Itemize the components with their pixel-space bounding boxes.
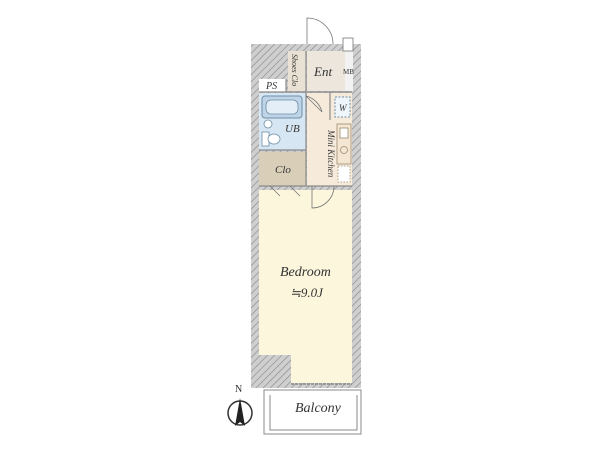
sink-icon <box>263 119 273 129</box>
shoe-closet-label: Shoes Clo <box>290 54 299 86</box>
entrance-door-icon <box>306 17 334 45</box>
kitchen-counter-icon <box>336 123 352 183</box>
bedroom-label: Bedroom <box>280 265 331 280</box>
washer-label: W <box>339 103 348 113</box>
bedroom-floor <box>259 190 352 383</box>
shoe-closet-floor <box>288 51 306 91</box>
washer-icon <box>334 96 351 118</box>
meter-box-cabinet <box>342 37 354 52</box>
balcony-outline <box>263 389 362 435</box>
balcony-notch-wall <box>259 355 291 383</box>
bedroom-size-label: ≒9.0J <box>290 285 324 300</box>
pipe-space-label: PS <box>265 81 277 92</box>
entrance-label: Ent <box>313 64 332 79</box>
meter-box-label: MB <box>343 68 354 76</box>
closet-label: Clo <box>275 164 291 176</box>
closet-floor <box>259 152 306 186</box>
bath-door-icon <box>305 95 323 113</box>
toilet-icon <box>261 131 281 147</box>
bedroom-door-icon <box>311 185 335 209</box>
closet-door-icon <box>269 185 301 197</box>
compass-label: N <box>235 384 242 395</box>
ps-floor <box>259 79 286 92</box>
bathtub-icon <box>261 95 303 119</box>
north-compass-icon: N <box>227 384 253 426</box>
meter-box-area <box>345 51 353 91</box>
entrance-floor <box>307 51 345 91</box>
balcony-label: Balcony <box>295 401 342 416</box>
unit-bath-label: UB <box>285 123 300 135</box>
mini-kitchen-label: Mini Kitchen <box>326 129 336 178</box>
interior-walls <box>259 51 352 187</box>
